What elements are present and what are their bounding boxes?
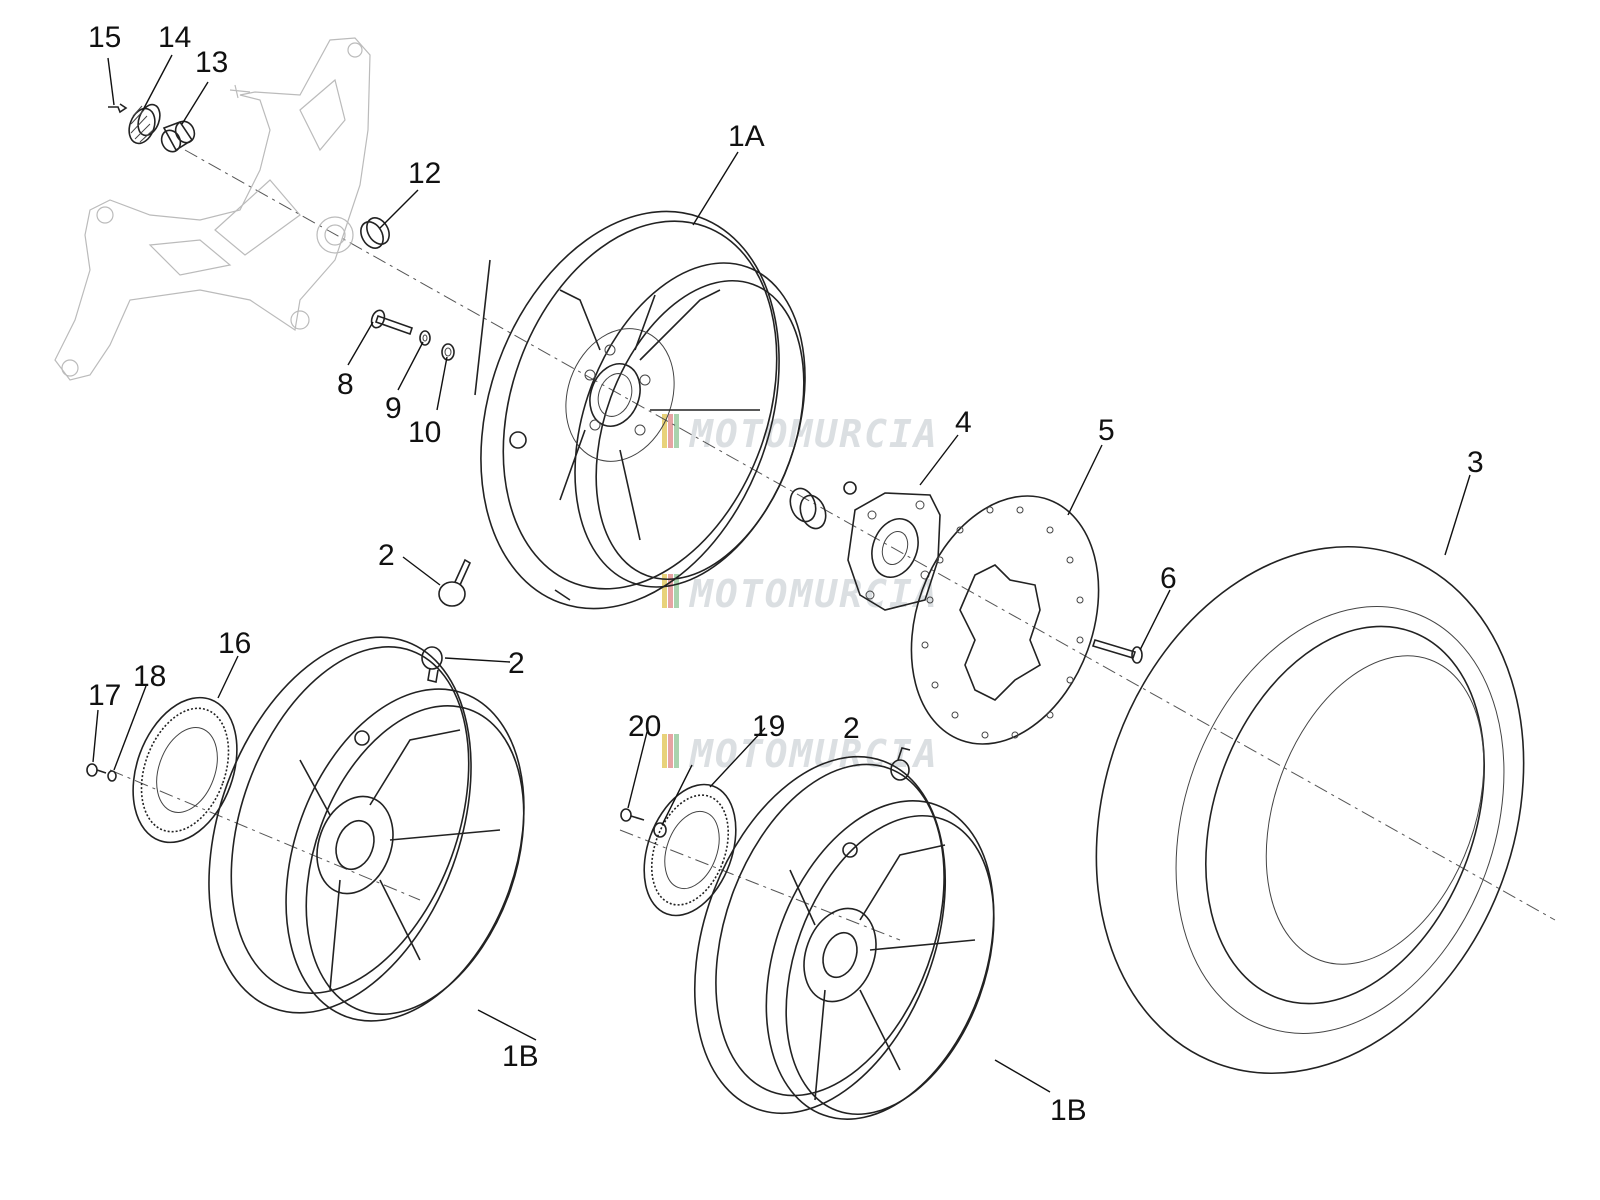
- label-part-6: 6: [1160, 562, 1177, 595]
- label-part-1B-left: 1B: [502, 1040, 539, 1073]
- part-2-valve-a: [438, 558, 472, 607]
- main-axis-line: [184, 149, 1556, 921]
- label-part-19: 19: [752, 710, 785, 743]
- part-12-bearing: [360, 217, 390, 249]
- part-15-clip: [108, 103, 128, 114]
- part-18-washer: [107, 770, 117, 782]
- part-6-bolt: [1091, 639, 1143, 664]
- label-part-17: 17: [88, 679, 121, 712]
- label-part-16: 16: [218, 627, 251, 660]
- part-3-tire: [1095, 545, 1525, 1075]
- watermark-2: MOTOMURCIA: [662, 572, 939, 616]
- part-13-bushing: [160, 120, 196, 153]
- leader-lines: [92, 54, 1471, 1093]
- left-axis-line: [109, 769, 421, 901]
- label-part-2-a: 2: [378, 539, 395, 572]
- label-part-9: 9: [385, 392, 402, 425]
- part-20-screw: [620, 808, 645, 822]
- label-part-1A: 1A: [728, 120, 765, 153]
- watermark-3: MOTOMURCIA: [662, 732, 937, 776]
- part-4-hub: [789, 481, 941, 611]
- wheel-1B-right: [693, 755, 995, 1120]
- label-part-1B-right: 1B: [1050, 1094, 1087, 1127]
- part-9-washer: [419, 330, 431, 346]
- label-part-3: 3: [1467, 446, 1484, 479]
- label-part-4: 4: [955, 406, 972, 439]
- part-16-abs-ring: [132, 696, 238, 844]
- label-part-20: 20: [628, 710, 661, 743]
- wheel-1A: [474, 210, 806, 610]
- swingarm-bracket: [54, 37, 371, 381]
- part-20-washer: [653, 822, 667, 838]
- part-8-bolt: [370, 309, 414, 336]
- watermark-1: MOTOMURCIA: [662, 412, 939, 456]
- part-2-valve-b: [421, 646, 443, 683]
- label-part-18: 18: [133, 660, 166, 693]
- part-5-brake-disc: [910, 495, 1100, 745]
- label-part-5: 5: [1098, 414, 1115, 447]
- wheel-1B-left: [208, 636, 525, 1022]
- label-part-15: 15: [88, 21, 121, 54]
- label-part-2-b: 2: [508, 647, 525, 680]
- label-part-10: 10: [408, 416, 441, 449]
- part-19-abs-ring: [643, 783, 737, 917]
- label-part-13: 13: [195, 46, 228, 79]
- label-part-12: 12: [408, 157, 441, 190]
- right-axis-line: [619, 829, 901, 941]
- label-part-14: 14: [158, 21, 191, 54]
- part-14-bearing: [128, 103, 161, 145]
- part-10-nut: [441, 343, 455, 361]
- part-17-screw: [86, 763, 107, 777]
- label-part-2-c: 2: [843, 712, 860, 745]
- watermark-text: MOTOMURCIA: [688, 572, 939, 616]
- watermark-text: MOTOMURCIA: [688, 412, 939, 456]
- label-part-8: 8: [337, 368, 354, 401]
